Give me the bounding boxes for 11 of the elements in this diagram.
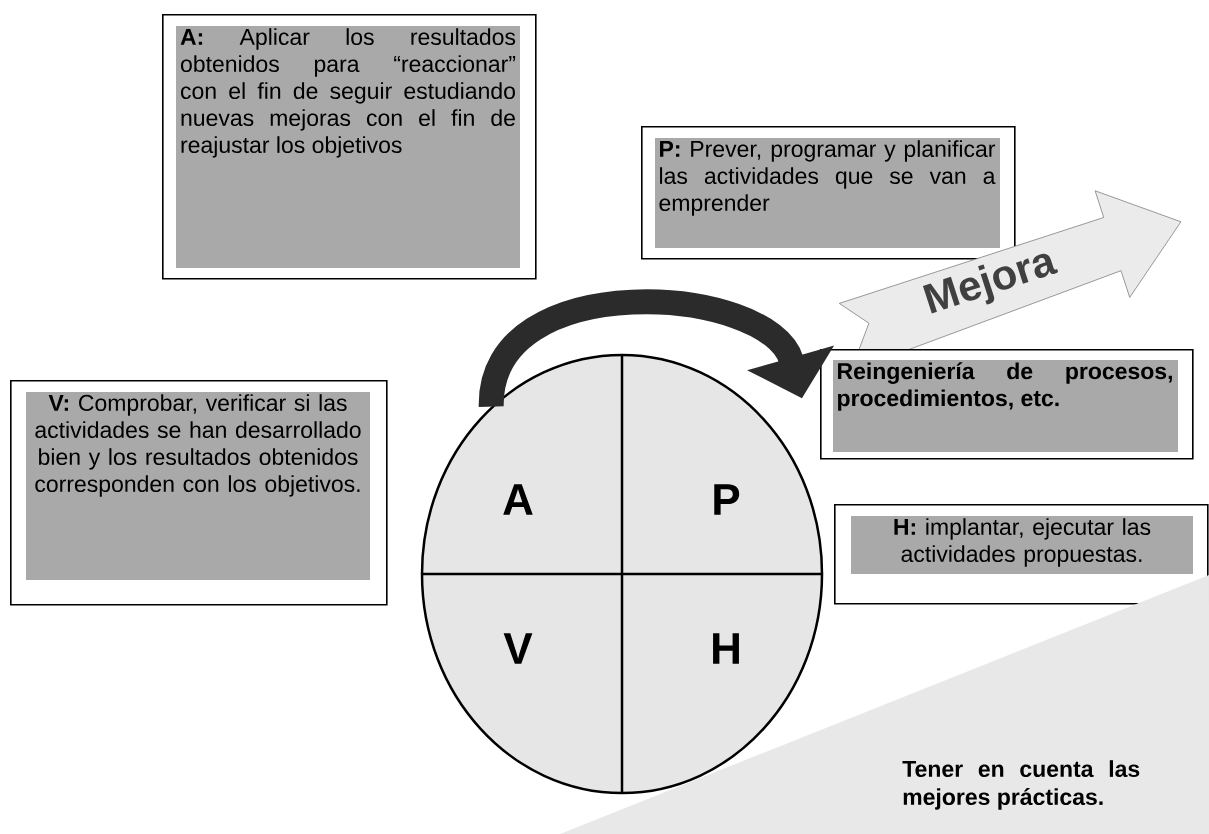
node-label: Tener en cuenta las mejores prácticas. [902, 760, 1140, 810]
quartered-circle [420, 353, 824, 795]
text-box: A: Aplicar los resultados obtenidos para “reaccionar” con el fin de seguir estudiando nuevas mejoras con el fin de reajustar los objetivos [162, 14, 537, 280]
quadrant-letter: H [713, 633, 739, 664]
quadrant-letter: V [503, 633, 533, 664]
text-box: Reingeniería de procesos, procedimientos, etc. [820, 349, 1194, 460]
quadrant-letter: A [503, 484, 533, 515]
text-box: V: Comprobar, verificar si las actividades se han desarrollado bien y los resultados obtenidos corresponden con los objetivos. [10, 380, 388, 606]
text-box: P: Prever, programar y planificar las actividades que se van a emprender [641, 126, 1016, 260]
quadrant-letter: P [714, 484, 740, 515]
text-box: H: implantar, ejecutar las actividades propuestas. [834, 504, 1209, 605]
